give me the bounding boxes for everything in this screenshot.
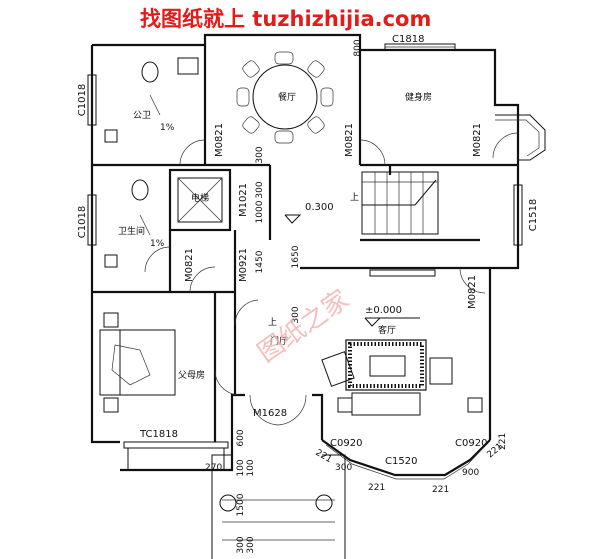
code-m1021: M1021 bbox=[238, 183, 249, 217]
svg-text:800: 800 bbox=[353, 39, 363, 56]
svg-text:221: 221 bbox=[314, 448, 334, 465]
svg-text:300: 300 bbox=[236, 536, 246, 553]
tv-unit bbox=[369, 269, 436, 277]
wc-fixtures bbox=[104, 57, 199, 268]
level-upper: 0.300 bbox=[305, 202, 334, 213]
svg-text:300: 300 bbox=[335, 463, 352, 473]
svg-text:221: 221 bbox=[368, 483, 385, 493]
interior-walls bbox=[92, 45, 518, 442]
room-public-wc: 公卫 bbox=[133, 110, 151, 121]
room-entry: 门厅 bbox=[270, 335, 288, 347]
code-c1018-mid: C1018 bbox=[77, 206, 88, 238]
codes: C1818 C1018 C1018 C1518 M0821 M0821 M082… bbox=[77, 34, 539, 467]
window-c1818-top bbox=[384, 43, 456, 51]
site-banner: 找图纸就上 tuzhizhijia.com bbox=[140, 7, 431, 31]
code-m0821-c: M0821 bbox=[472, 123, 483, 157]
level-labels: 0.300 ±0.000 上 上 1% 1% bbox=[150, 123, 402, 328]
code-c1520: C1520 bbox=[385, 456, 417, 467]
code-m0821-e: M0821 bbox=[467, 275, 478, 309]
code-m0821-d: M0821 bbox=[184, 248, 195, 282]
code-c1818-top: C1818 bbox=[392, 34, 424, 45]
exterior-walls bbox=[90, 33, 520, 472]
up-entry-label: 上 bbox=[268, 317, 277, 328]
svg-text:300: 300 bbox=[255, 146, 265, 163]
code-m0821-b: M0821 bbox=[344, 123, 355, 157]
gym-balcony bbox=[495, 114, 546, 161]
svg-text:100: 100 bbox=[236, 459, 246, 476]
dining-table bbox=[236, 51, 334, 144]
code-c0920-a: C0920 bbox=[330, 438, 362, 449]
level-main: ±0.000 bbox=[365, 305, 402, 316]
code-tc1818: TC1818 bbox=[139, 429, 178, 440]
svg-text:100: 100 bbox=[246, 459, 256, 476]
room-gym: 健身房 bbox=[405, 91, 432, 103]
code-c0920-b: C0920 bbox=[455, 438, 487, 449]
window-tc1818 bbox=[123, 441, 229, 471]
svg-text:221: 221 bbox=[498, 433, 508, 450]
dimensions: 800 300 300 1000 1450 1650 300 600 100 2… bbox=[205, 39, 508, 553]
doors bbox=[144, 132, 519, 426]
svg-text:270: 270 bbox=[205, 463, 222, 473]
svg-text:300: 300 bbox=[291, 306, 301, 323]
room-bathroom: 卫生间 bbox=[118, 225, 145, 237]
svg-text:1450: 1450 bbox=[255, 250, 265, 273]
level-marks bbox=[284, 214, 420, 327]
svg-text:1650: 1650 bbox=[291, 245, 301, 268]
svg-text:600: 600 bbox=[236, 429, 246, 446]
code-c1518: C1518 bbox=[528, 199, 539, 231]
staircase bbox=[361, 171, 439, 235]
svg-text:221: 221 bbox=[432, 485, 449, 495]
svg-text:1500: 1500 bbox=[236, 493, 246, 516]
code-c1018-top: C1018 bbox=[77, 84, 88, 116]
room-parents: 父母房 bbox=[178, 369, 205, 381]
slope-public-wc: 1% bbox=[160, 123, 175, 133]
bed bbox=[99, 312, 176, 413]
svg-text:300: 300 bbox=[246, 536, 256, 553]
elevator-cab bbox=[177, 177, 223, 223]
slope-bathroom: 1% bbox=[150, 239, 165, 249]
svg-text:900: 900 bbox=[462, 468, 479, 478]
svg-text:300: 300 bbox=[255, 181, 265, 198]
left-windows bbox=[87, 74, 523, 246]
svg-text:1000: 1000 bbox=[255, 200, 265, 223]
code-m0921: M0921 bbox=[238, 248, 249, 282]
up-stair-label: 上 bbox=[350, 192, 359, 203]
front-steps bbox=[211, 454, 346, 559]
room-dining: 餐厅 bbox=[278, 91, 296, 103]
code-m1628: M1628 bbox=[253, 408, 287, 419]
code-m0821-a: M0821 bbox=[214, 123, 225, 157]
room-labels: 餐厅 健身房 公卫 卫生间 电梯 父母房 客厅 门厅 bbox=[118, 91, 432, 381]
room-elevator: 电梯 bbox=[191, 192, 209, 204]
room-living: 客厅 bbox=[378, 324, 396, 336]
sofa-set bbox=[321, 339, 483, 416]
